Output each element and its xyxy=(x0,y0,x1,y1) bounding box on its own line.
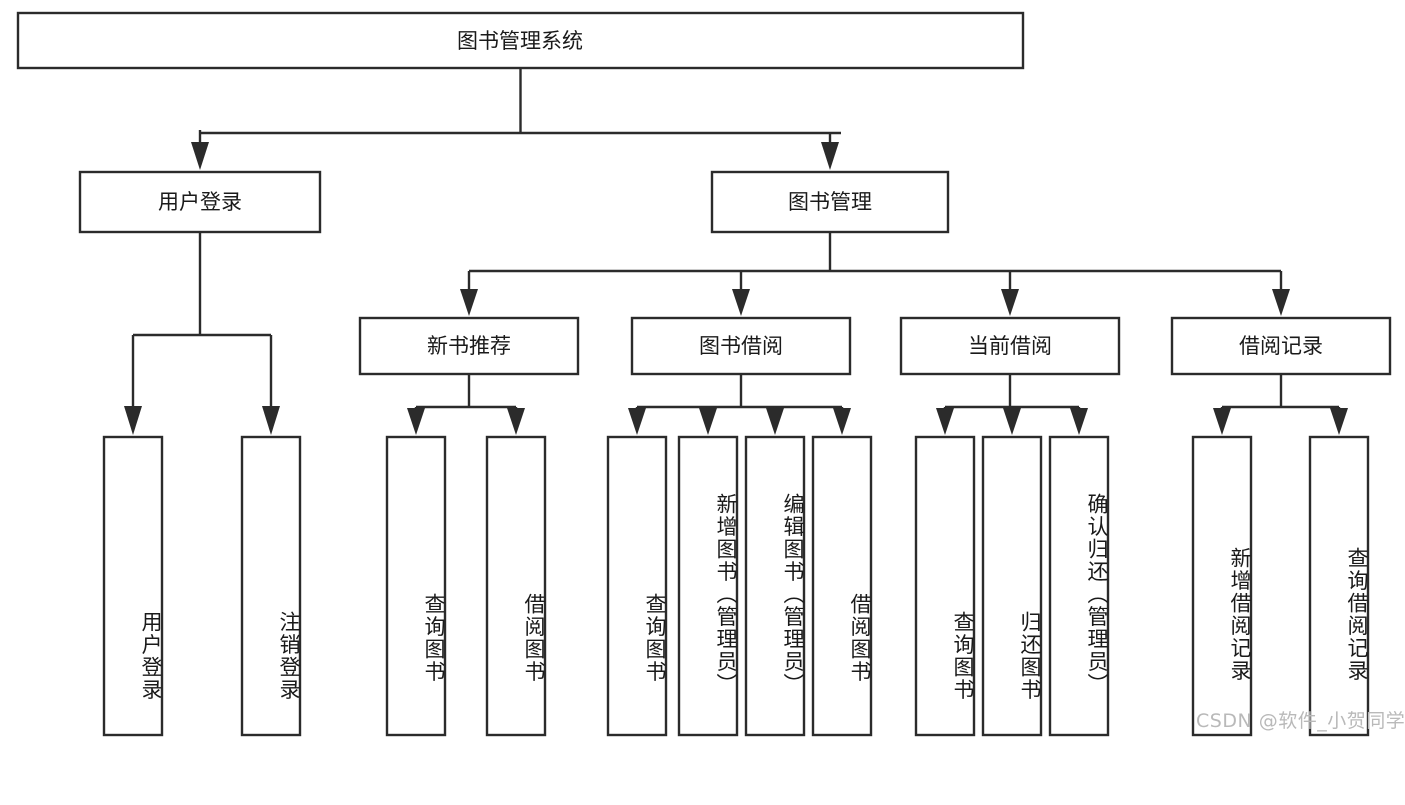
leaf-borrow-book-recommend-rect[interactable] xyxy=(485,435,547,737)
arrow-to-leaf-confirm-return-admin xyxy=(1070,408,1088,435)
node-borrow-records-label: 借阅记录 xyxy=(1239,334,1323,358)
node-new-book-recommend-rect[interactable] xyxy=(358,316,580,376)
leaf-edit-book-admin-rect[interactable] xyxy=(744,435,806,737)
arrow-to-leaf-borrow-book xyxy=(833,408,851,435)
leaf-borrow-book-rect[interactable] xyxy=(811,435,873,737)
leaf-confirm-return-admin-rect[interactable] xyxy=(1048,435,1110,737)
node-book-borrow-rect[interactable] xyxy=(630,316,852,376)
leaf-add-book-admin-rect[interactable] xyxy=(677,435,739,737)
connector-layer xyxy=(124,68,1348,435)
diagram-svg: 图书管理系统 用户登录 图书管理 新书推荐 图书借阅 当前 xyxy=(16,11,1392,737)
arrow-to-book-borrow xyxy=(732,289,750,316)
arrow-to-leaf-edit-book-admin xyxy=(766,408,784,435)
node-layer: 图书管理系统 用户登录 图书管理 新书推荐 图书借阅 当前 xyxy=(16,11,1392,737)
arrow-to-borrow-records xyxy=(1272,289,1290,316)
arrow-to-leaf-add-borrow-record xyxy=(1213,408,1231,435)
node-new-book-recommend-label: 新书推荐 xyxy=(427,334,511,358)
node-current-borrow-rect[interactable] xyxy=(899,316,1121,376)
leaf-logout-rect[interactable] xyxy=(240,435,302,737)
node-book-management-rect[interactable] xyxy=(710,170,950,234)
node-book-borrow[interactable]: 图书借阅 xyxy=(630,316,852,376)
node-book-borrow-label: 图书借阅 xyxy=(699,334,783,358)
arrow-to-leaf-logout xyxy=(262,406,280,435)
arrow-to-leaf-query-book-recommend xyxy=(407,408,425,435)
leaf-add-borrow-record-rect[interactable] xyxy=(1191,435,1253,737)
node-root-rect[interactable] xyxy=(16,11,1025,70)
arrow-to-new-book-recommend xyxy=(460,289,478,316)
diagram-canvas: 图书管理系统 用户登录 图书管理 新书推荐 图书借阅 当前 xyxy=(16,11,1405,737)
arrow-to-leaf-user-login xyxy=(124,406,142,435)
node-user-login-label: 用户登录 xyxy=(158,190,242,214)
node-current-borrow[interactable]: 当前借阅 xyxy=(899,316,1121,376)
node-root-label: 图书管理系统 xyxy=(457,29,583,53)
node-borrow-records-rect[interactable] xyxy=(1170,316,1392,376)
leaf-query-borrow-record-rect[interactable] xyxy=(1308,435,1370,737)
arrow-to-leaf-query-book-borrow xyxy=(628,408,646,435)
leaf-return-book-rect[interactable] xyxy=(981,435,1043,737)
arrow-to-leaf-query-borrow-record xyxy=(1330,408,1348,435)
node-root[interactable]: 图书管理系统 xyxy=(16,11,1025,70)
node-book-management[interactable]: 图书管理 xyxy=(710,170,950,234)
csdn-watermark: CSDN @软件_小贺同学 xyxy=(1196,710,1405,732)
leaf-query-book-current-rect[interactable] xyxy=(914,435,976,737)
node-current-borrow-label: 当前借阅 xyxy=(968,334,1052,358)
arrow-to-leaf-query-book-current xyxy=(936,408,954,435)
node-user-login-rect[interactable] xyxy=(78,170,322,234)
node-new-book-recommend[interactable]: 新书推荐 xyxy=(358,316,580,376)
node-book-management-label: 图书管理 xyxy=(788,190,872,214)
arrow-to-leaf-return-book xyxy=(1003,408,1021,435)
node-borrow-records[interactable]: 借阅记录 xyxy=(1170,316,1392,376)
arrow-to-leaf-add-book-admin xyxy=(699,408,717,435)
arrow-to-current-borrow xyxy=(1001,289,1019,316)
leaf-query-book-borrow-rect[interactable] xyxy=(606,435,668,737)
arrow-to-leaf-borrow-book-recommend xyxy=(507,408,525,435)
arrow-to-book-management xyxy=(821,142,839,170)
leaf-user-login-rect[interactable] xyxy=(102,435,164,737)
leaf-layer xyxy=(102,435,1370,737)
leaf-query-book-recommend-rect[interactable] xyxy=(385,435,447,737)
node-user-login[interactable]: 用户登录 xyxy=(78,170,322,234)
arrow-to-user-login xyxy=(191,142,209,170)
